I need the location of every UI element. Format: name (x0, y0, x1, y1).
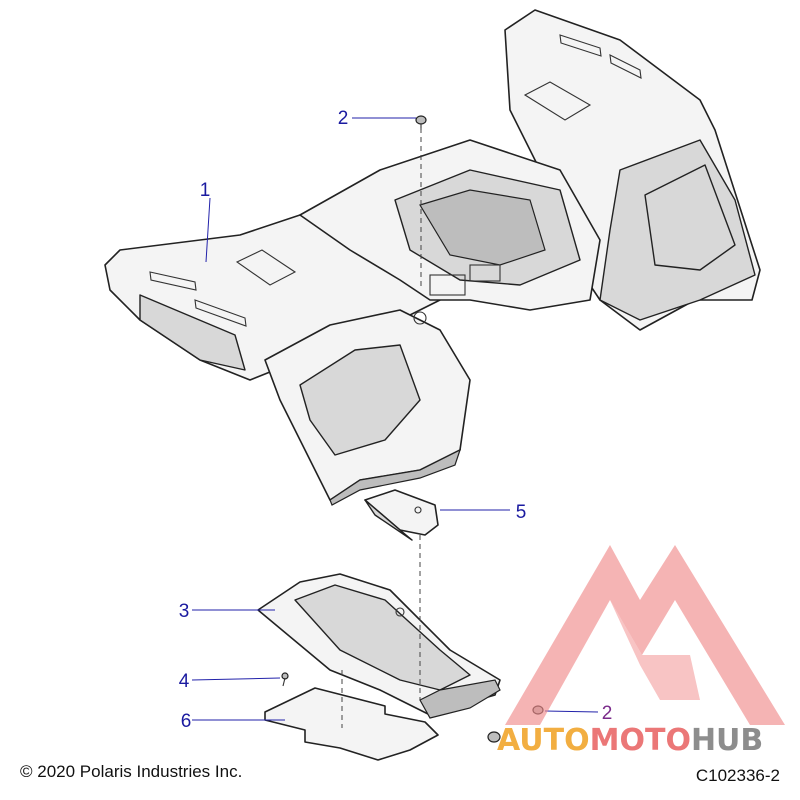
watermark-hub: HUB (691, 723, 763, 758)
callout-6: 6 (181, 711, 192, 732)
watermark-auto: AUTO (497, 723, 590, 758)
callout-4: 4 (179, 671, 190, 692)
automotohub-logo-mark (505, 545, 785, 725)
callout-1: 1 (200, 180, 211, 201)
automotohub-watermark: AUTOMOTOHUB (497, 545, 785, 758)
leader-2-bottom (544, 710, 599, 713)
fastener-2-top (415, 115, 427, 130)
part-6-pad (264, 687, 439, 761)
nut-fastener (487, 731, 501, 743)
leader-4 (191, 677, 281, 681)
figure-code: C102336-2 (695, 766, 780, 785)
fastener-4 (281, 672, 289, 687)
watermark-moto: MOTO (590, 723, 691, 758)
leader-1 (205, 197, 211, 263)
watermark-text: AUTOMOTOHUB (497, 723, 763, 758)
part-1-floor-body (104, 9, 761, 506)
copyright-text: © 2020 Polaris Industries Inc. (20, 762, 243, 781)
callout-5: 5 (516, 502, 527, 523)
callout-2-bottom: 2 (602, 703, 613, 724)
callout-2-top: 2 (338, 108, 349, 129)
callout-3: 3 (179, 601, 190, 622)
part-3-panel (257, 573, 501, 719)
part-5-bracket (364, 489, 439, 541)
